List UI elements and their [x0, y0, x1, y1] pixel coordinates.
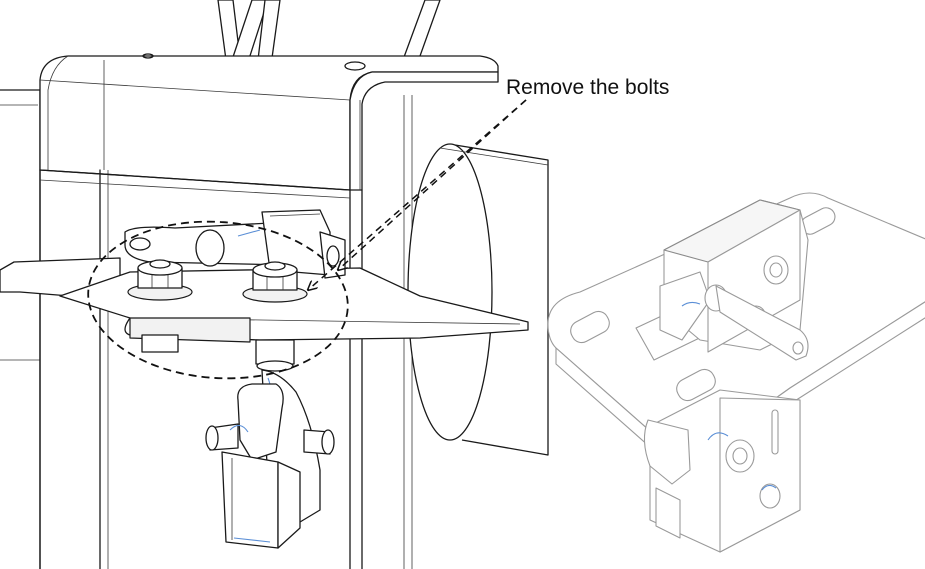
top-cover	[39, 53, 499, 191]
horizontal-tube	[407, 143, 549, 456]
latch-detail-view	[547, 192, 925, 553]
callout-label: Remove the bolts	[506, 76, 670, 99]
bolt-right	[242, 261, 308, 372]
main-view	[0, 0, 549, 569]
lower-latch	[205, 369, 335, 549]
bolt-left	[127, 259, 193, 353]
latch-top	[124, 209, 346, 279]
bolts-highlight-ellipse	[87, 220, 349, 380]
callout-leaders	[308, 99, 527, 290]
upper-rods	[217, 0, 441, 71]
